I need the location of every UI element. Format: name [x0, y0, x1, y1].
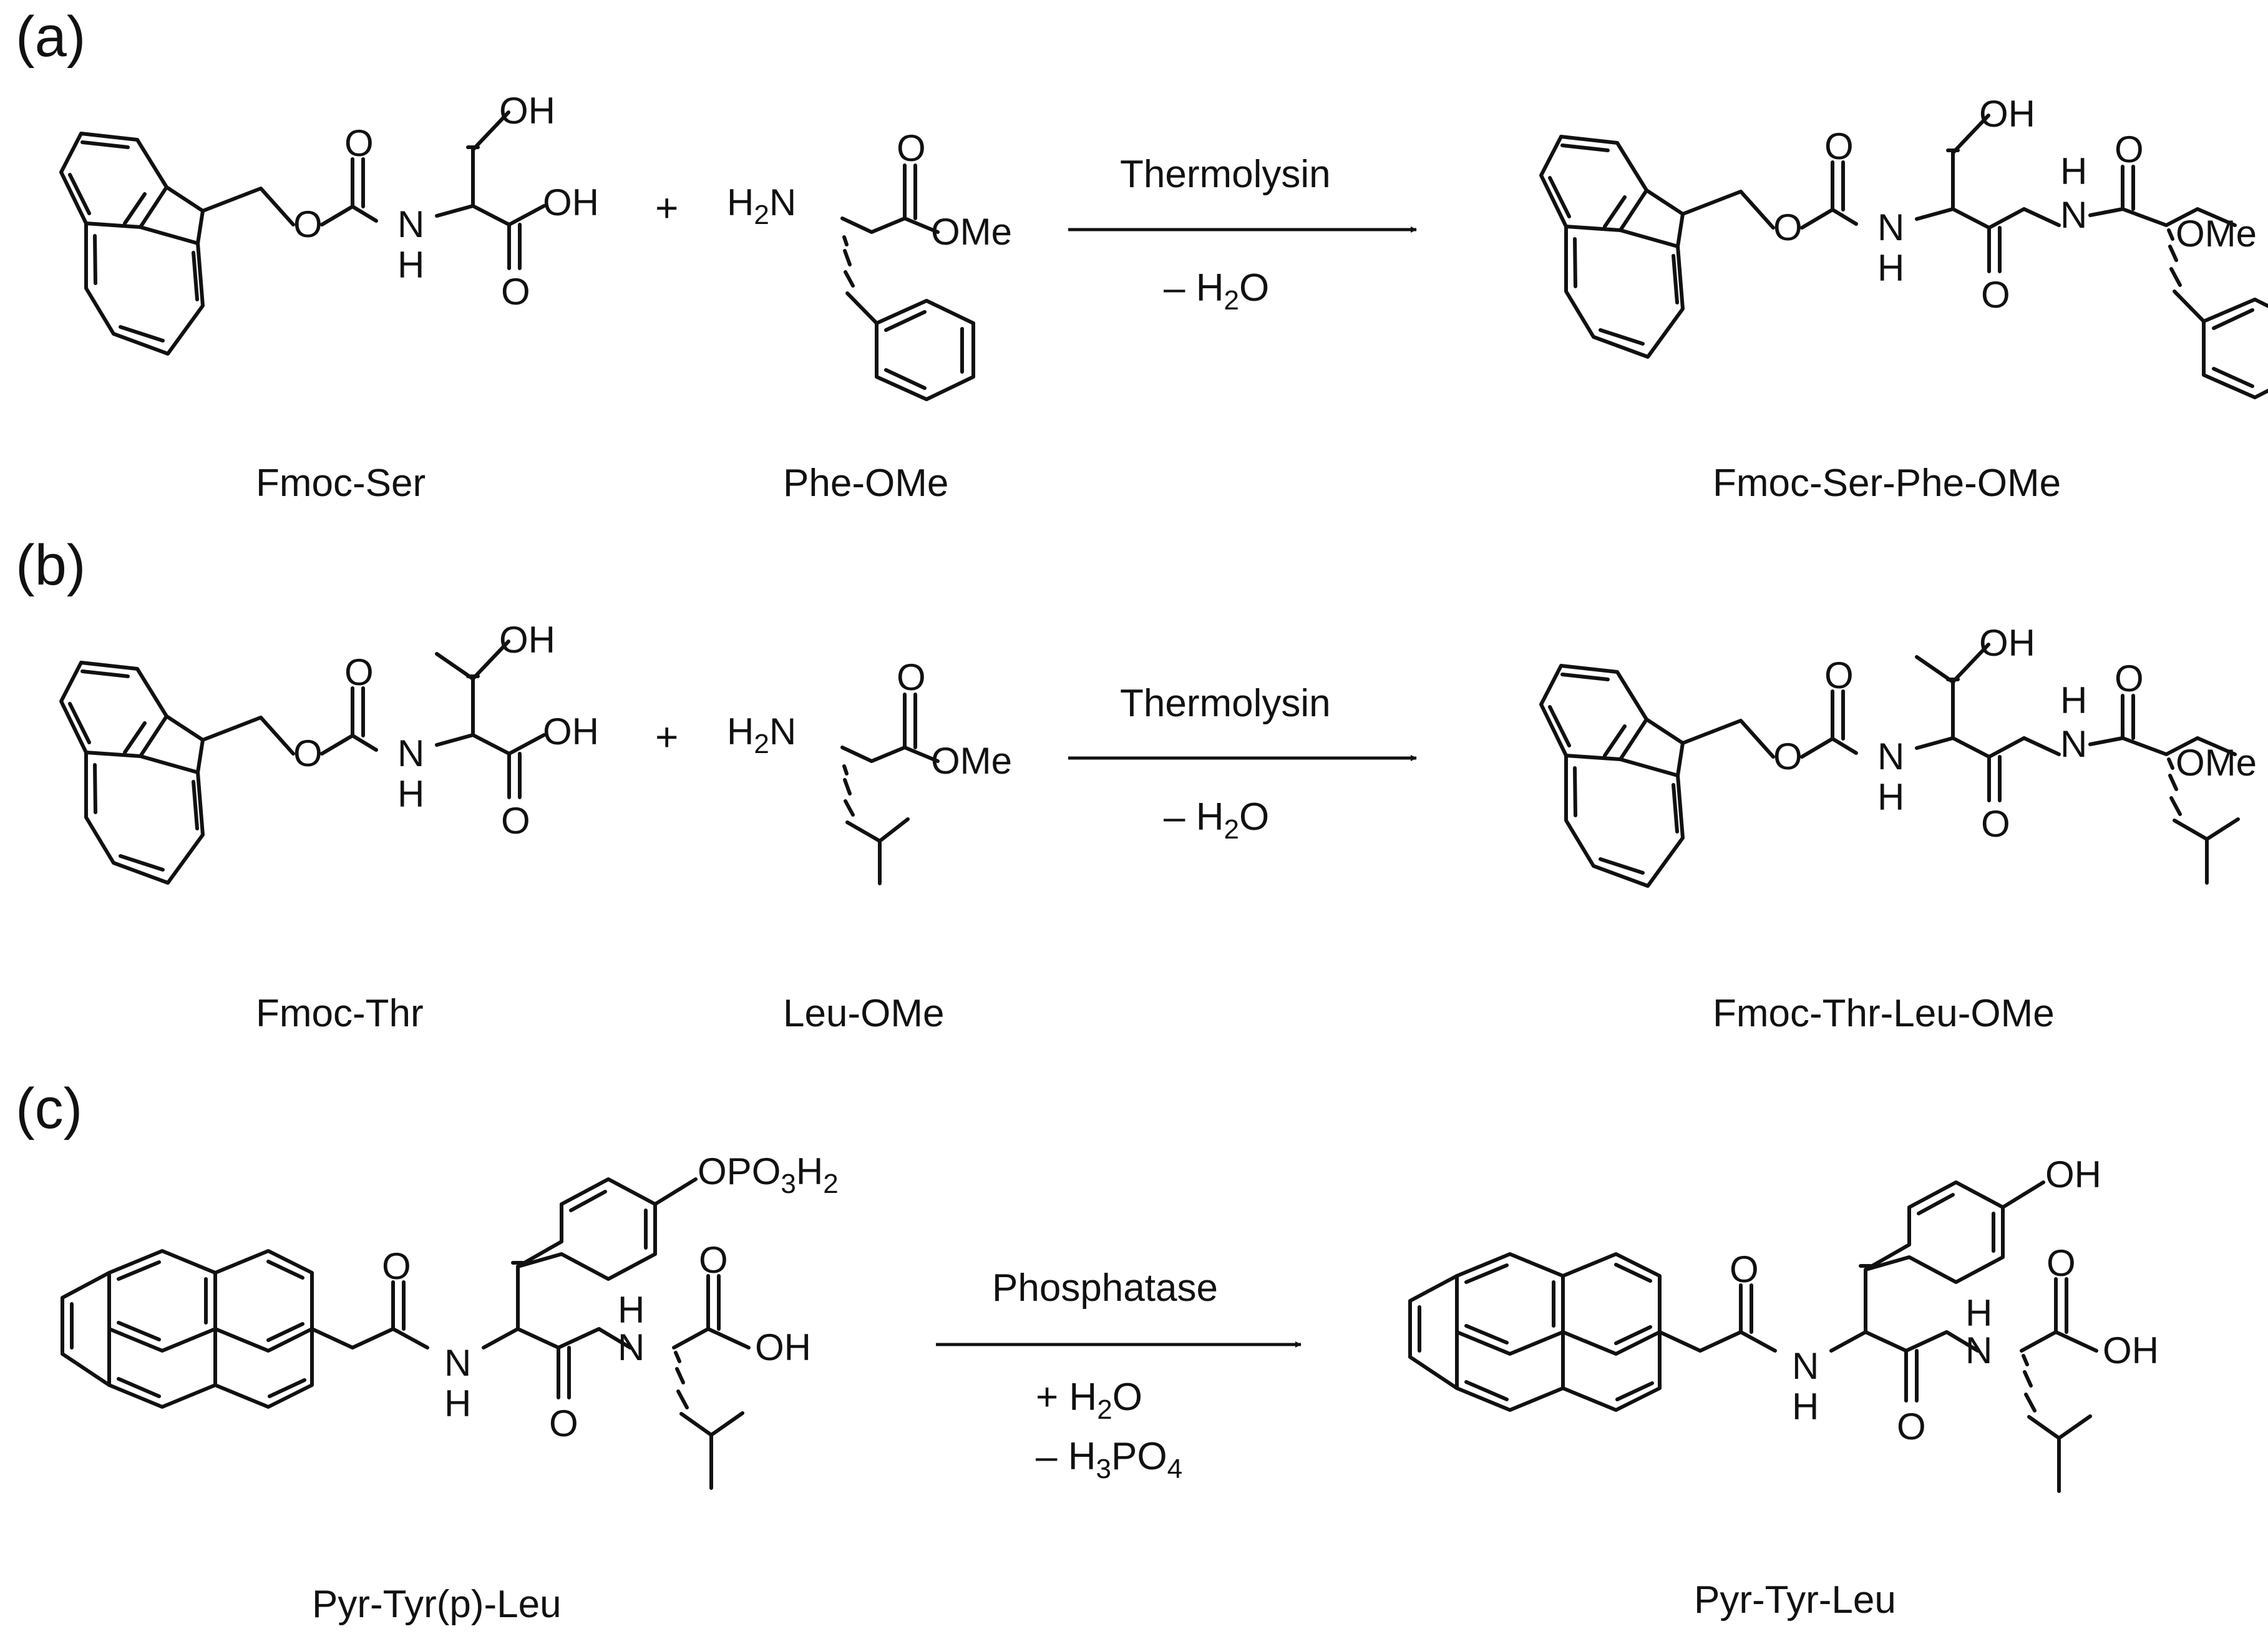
atom-h: H — [1877, 776, 1904, 818]
atom-o: O — [549, 1403, 578, 1444]
atom-o: O — [1897, 1406, 1926, 1447]
panel-label-b: (b) — [16, 533, 85, 597]
atom-o: O — [501, 800, 530, 842]
amine-group: H2N — [727, 182, 796, 230]
atom-o: O — [1981, 274, 2010, 316]
atom-n: N — [397, 203, 424, 245]
atom-n: N — [1877, 207, 1904, 248]
panel-b: (b) O O N H OH O OH + H2N O OMe Thermoly… — [16, 533, 2257, 1035]
atom-h: H — [618, 1289, 645, 1331]
molecule-fmoc-thr: O O N H OH O OH — [61, 619, 599, 883]
atom-o: O — [1981, 803, 2010, 845]
atom-oh: OH — [2103, 1330, 2159, 1371]
caption-leu-ome: Leu-OMe — [783, 992, 944, 1035]
atom-oh: OH — [543, 182, 599, 223]
byproduct-label: – H2O — [1164, 795, 1269, 845]
atom-o: O — [897, 127, 926, 169]
molecule-fmoc-thr-leu-ome: O O N H O OH H N O OMe — [1541, 622, 2257, 886]
atom-n: N — [618, 1326, 645, 1368]
atom-oh: OH — [1979, 93, 2035, 135]
atom-o: O — [293, 732, 323, 774]
molecule-phe-ome: H2N O OMe — [727, 127, 1012, 399]
atom-h: H — [2060, 679, 2087, 721]
atom-h: H — [397, 244, 424, 286]
atom-n: N — [2060, 723, 2087, 765]
atom-o: O — [2115, 129, 2144, 170]
panel-label-a: (a) — [16, 5, 85, 69]
atom-o: O — [1773, 736, 1803, 777]
reaction-arrow-a: Thermolysin – H2O — [1068, 153, 1417, 316]
caption-pyr-tyr-leu: Pyr-Tyr-Leu — [1694, 1578, 1896, 1622]
plus-sign: + — [655, 185, 678, 230]
reagent-label: Thermolysin — [1120, 682, 1331, 725]
added-label: + H2O — [1036, 1376, 1142, 1425]
atom-n: N — [1877, 736, 1904, 777]
caption-phe-ome: Phe-OMe — [783, 462, 948, 505]
atom-oh: OH — [543, 711, 599, 752]
atom-n: N — [2060, 194, 2087, 236]
atom-n: N — [397, 732, 424, 774]
atom-o: O — [699, 1239, 728, 1281]
reaction-arrow-c: Phosphatase + H2O – H3PO4 — [936, 1267, 1302, 1484]
atom-o: O — [1773, 207, 1803, 248]
byproduct-label: – H3PO4 — [1036, 1435, 1182, 1484]
molecule-fmoc-ser-phe-ome: O O N H O OH H N O OMe — [1541, 93, 2268, 399]
atom-o: O — [897, 656, 926, 698]
atom-h: H — [1877, 247, 1904, 289]
atom-o: O — [293, 203, 323, 245]
atom-o: O — [501, 271, 530, 313]
amine-group: H2N — [727, 711, 796, 759]
atom-oh: OH — [499, 619, 555, 661]
atom-ome: OMe — [931, 740, 1012, 782]
molecule-pyr-tyr-p-leu: O N H O H N O OH OPO3H2 — [61, 1150, 839, 1490]
atom-h: H — [1965, 1292, 1992, 1334]
atom-o: O — [1730, 1248, 1759, 1290]
atom-oh: OH — [755, 1326, 811, 1368]
caption-fmoc-ser-phe-ome: Fmoc-Ser-Phe-OMe — [1713, 462, 2061, 505]
panel-c: (c) O N H O H N O OH OPO3H2 — [16, 1077, 2159, 1626]
atom-o: O — [2115, 658, 2144, 699]
byproduct-label: – H2O — [1164, 266, 1269, 316]
caption-fmoc-thr-leu-ome: Fmoc-Thr-Leu-OMe — [1713, 992, 2055, 1035]
phosphate-group: OPO3H2 — [698, 1150, 839, 1199]
atom-h: H — [444, 1383, 471, 1424]
plus-sign: + — [655, 714, 678, 759]
reagent-label: Phosphatase — [992, 1267, 1218, 1310]
molecule-leu-ome: H2N O OMe — [727, 656, 1012, 883]
reagent-label: Thermolysin — [1120, 153, 1331, 196]
atom-o: O — [344, 651, 374, 693]
reaction-arrow-b: Thermolysin – H2O — [1068, 682, 1417, 845]
atom-oh: OH — [499, 90, 555, 132]
caption-pyr-tyr-p-leu: Pyr-Tyr(p)-Leu — [312, 1583, 562, 1626]
panel-a: (a) O O N H OH O OH + H2N O OMe Thermoly… — [16, 5, 2268, 505]
atom-ome: OMe — [2176, 213, 2257, 255]
molecule-pyr-tyr-leu: O N H O H N O OH OH — [1408, 1154, 2159, 1493]
atom-n: N — [444, 1342, 471, 1384]
atom-o: O — [1824, 654, 1854, 696]
atom-h: H — [1792, 1386, 1819, 1427]
atom-o: O — [382, 1245, 411, 1287]
atom-h: H — [2060, 150, 2087, 192]
atom-oh: OH — [1979, 622, 2035, 664]
atom-n: N — [1965, 1330, 1992, 1371]
atom-o: O — [2047, 1242, 2076, 1284]
panel-label-c: (c) — [16, 1077, 82, 1140]
atom-ome: OMe — [2176, 742, 2257, 784]
caption-fmoc-thr: Fmoc-Thr — [256, 992, 424, 1035]
caption-fmoc-ser: Fmoc-Ser — [256, 462, 426, 505]
atom-n: N — [1792, 1345, 1819, 1387]
atom-h: H — [397, 773, 424, 815]
molecule-fmoc-ser: O O N H OH O OH — [61, 90, 599, 354]
atom-o: O — [344, 122, 374, 164]
atom-oh: OH — [2045, 1154, 2101, 1195]
atom-ome: OMe — [931, 211, 1012, 253]
atom-o: O — [1824, 125, 1854, 167]
